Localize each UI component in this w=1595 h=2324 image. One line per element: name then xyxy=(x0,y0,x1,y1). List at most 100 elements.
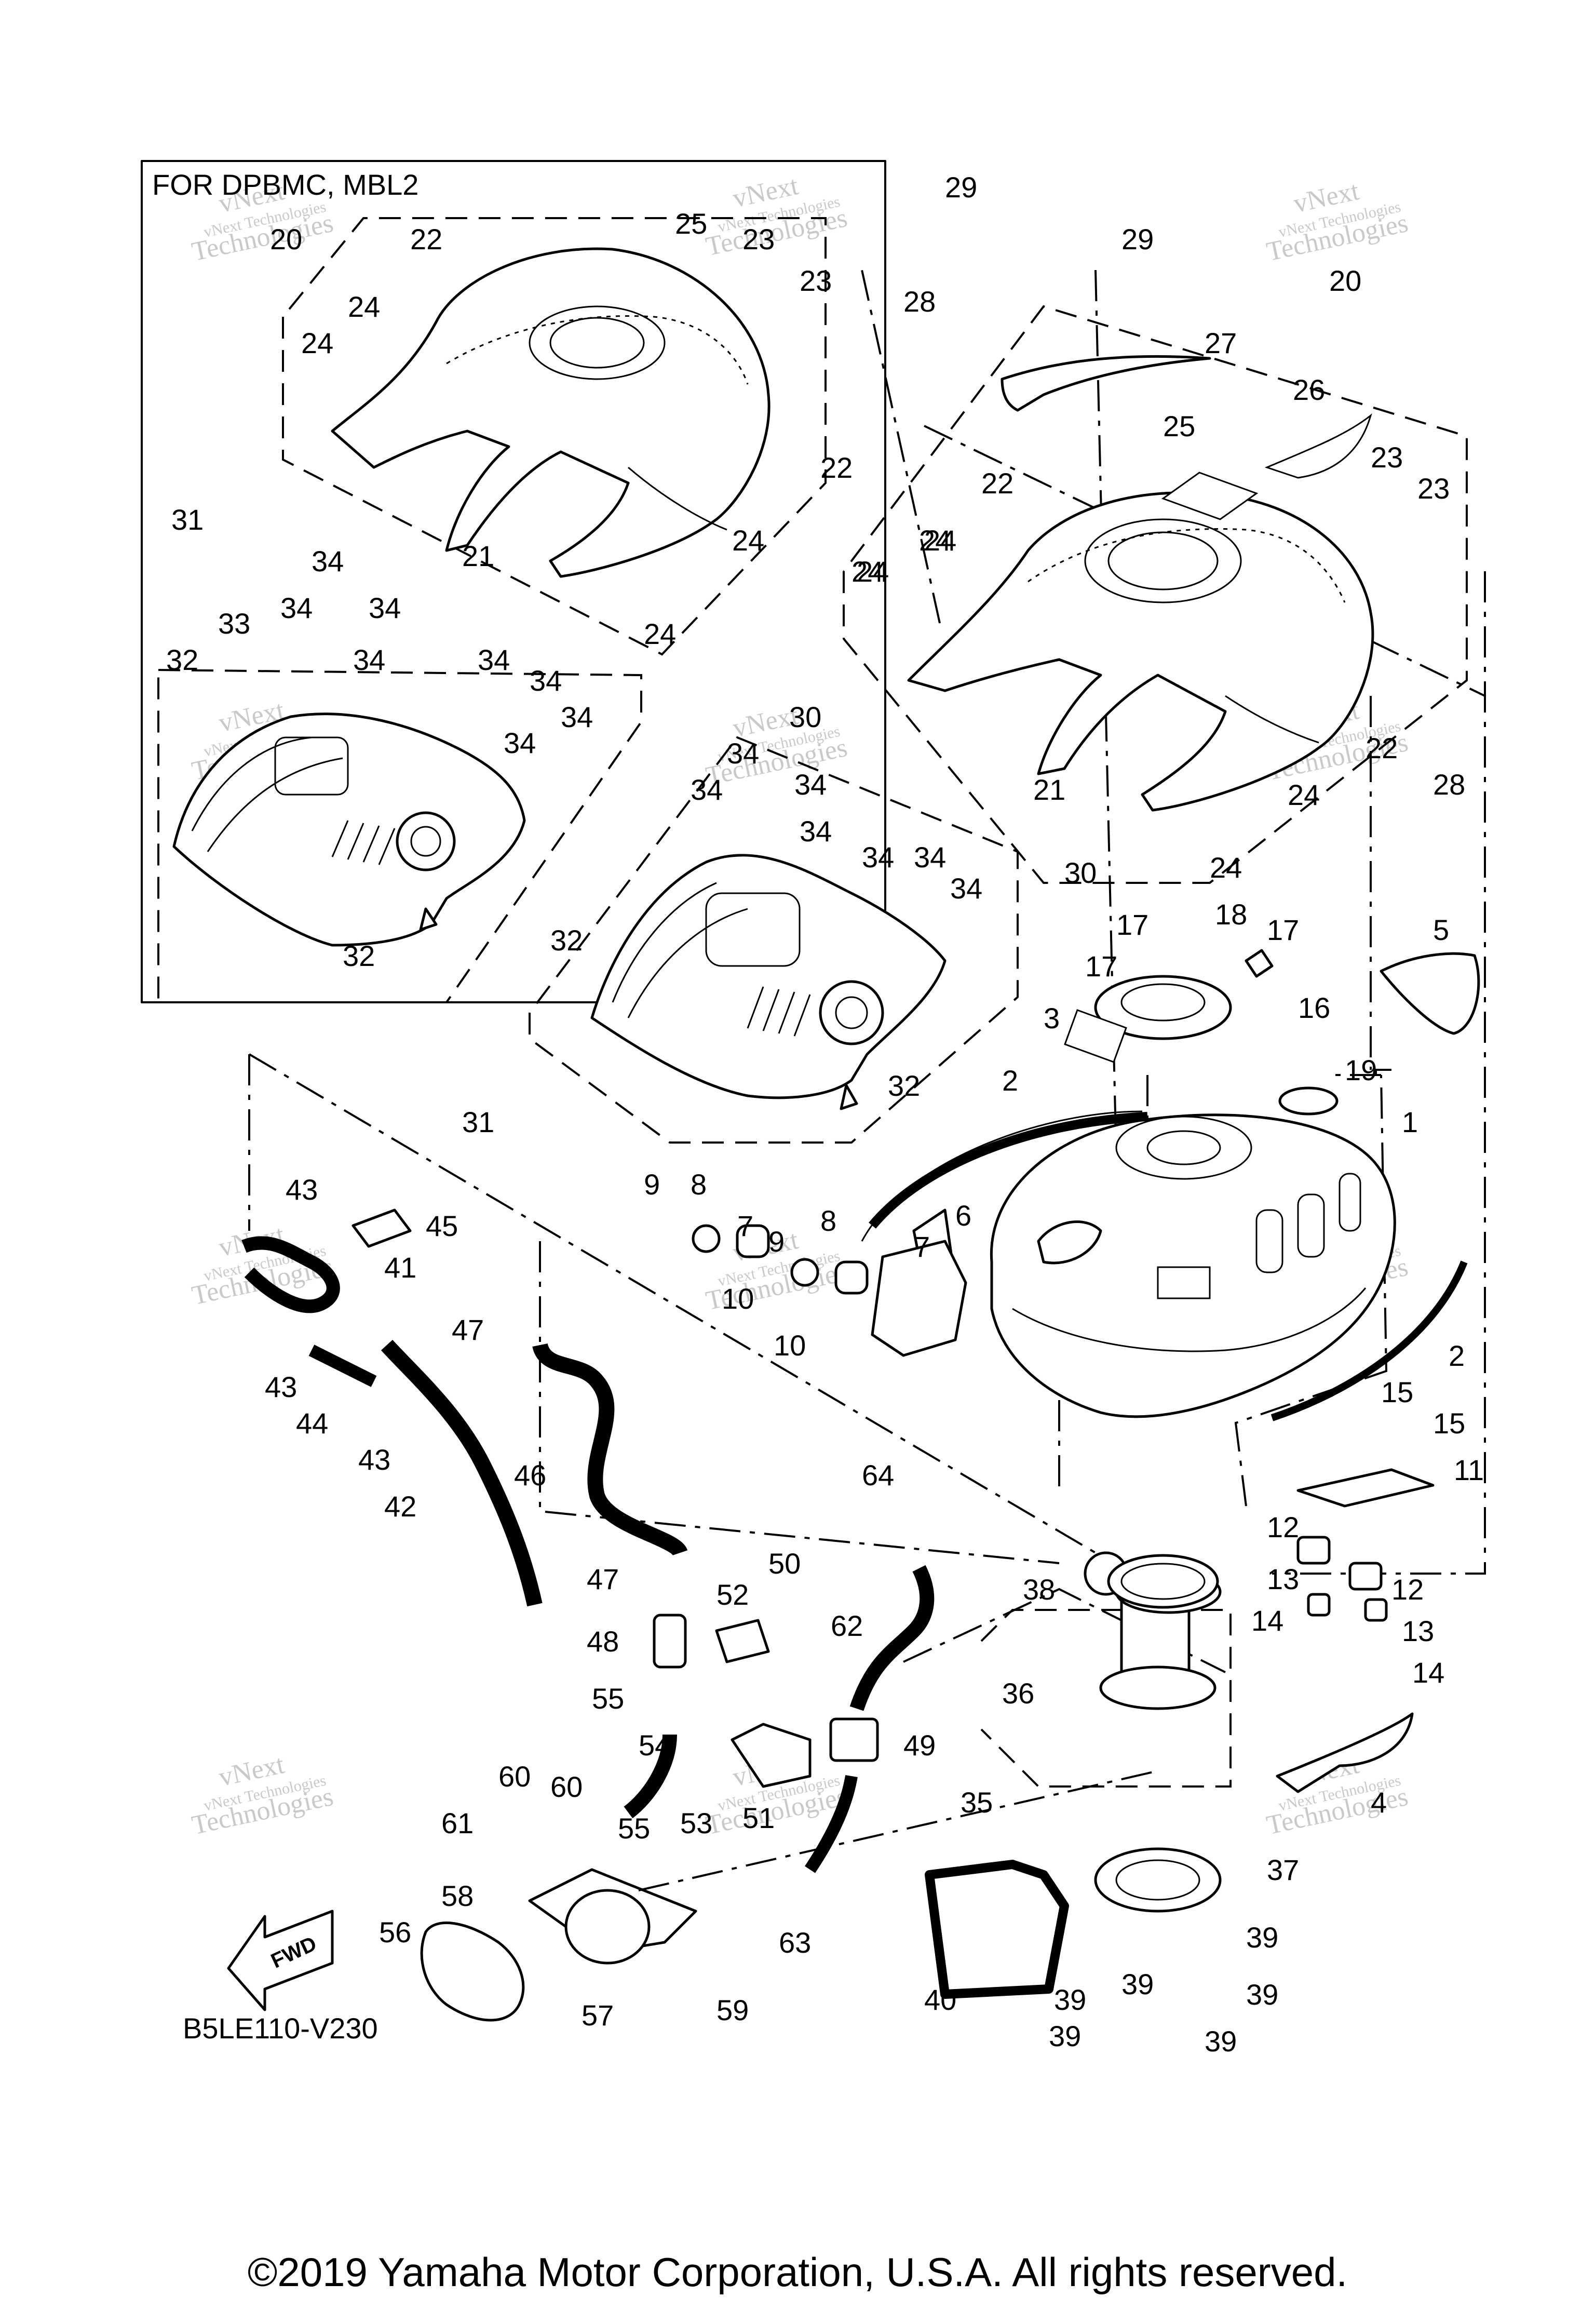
callout-12a: 12 xyxy=(1267,1511,1299,1543)
callout-24d: 24 xyxy=(644,617,676,650)
callout-34g: 34 xyxy=(561,701,593,733)
callout-63: 63 xyxy=(779,1926,811,1959)
callout-29b: 29 xyxy=(1121,223,1154,256)
callout-39d: 39 xyxy=(1246,1978,1278,2011)
callout-17c: 17 xyxy=(1267,914,1299,946)
callout-25b: 25 xyxy=(1163,410,1195,442)
copyright-footer: ©2019 Yamaha Motor Corporation, U.S.A. A… xyxy=(247,2249,1348,2295)
callout-24f: 24 xyxy=(919,524,951,557)
callout-13a: 13 xyxy=(1267,1563,1299,1595)
callout-43a: 43 xyxy=(286,1173,318,1206)
callout-56: 56 xyxy=(379,1916,411,1949)
callout-19: 19 xyxy=(1345,1054,1377,1086)
forward-arrow-icon: FWD xyxy=(227,1910,334,2011)
callout-49: 49 xyxy=(903,1729,936,1762)
callout-64: 64 xyxy=(862,1459,894,1492)
callout-59: 59 xyxy=(717,1994,749,2026)
callouts: 1223456778899101011121213131414151516171… xyxy=(166,171,1484,2058)
callout-22d: 22 xyxy=(1366,732,1398,764)
callout-34b: 34 xyxy=(280,592,313,624)
small-parts xyxy=(308,949,1480,2022)
callout-30b: 30 xyxy=(1064,856,1097,889)
callout-47b: 47 xyxy=(587,1563,619,1595)
callout-38: 38 xyxy=(1023,1573,1055,1606)
callout-3: 3 xyxy=(1044,1002,1060,1035)
callout-2b: 2 xyxy=(1449,1339,1465,1372)
callout-24b: 24 xyxy=(348,290,380,323)
callout-47a: 47 xyxy=(452,1313,484,1346)
callout-24c: 24 xyxy=(732,524,764,557)
callout-48: 48 xyxy=(587,1625,619,1658)
callout-7b: 7 xyxy=(914,1230,930,1263)
callout-39c: 39 xyxy=(1246,1921,1278,1954)
callout-24g: 24 xyxy=(1288,778,1320,811)
callout-34k: 34 xyxy=(794,768,827,801)
callout-32b: 32 xyxy=(343,939,375,972)
callout-14a: 14 xyxy=(1251,1604,1283,1637)
callout-34n: 34 xyxy=(914,841,946,874)
callout-7a: 7 xyxy=(737,1210,753,1242)
callout-43c: 43 xyxy=(358,1443,390,1476)
callout-39b: 39 xyxy=(1121,1968,1154,2000)
callout-43b: 43 xyxy=(265,1371,297,1403)
callout-15a: 15 xyxy=(1381,1376,1413,1408)
callout-17a: 17 xyxy=(1116,908,1148,941)
callout-21a: 21 xyxy=(462,540,494,572)
callout-58: 58 xyxy=(441,1879,474,1912)
callout-17b: 17 xyxy=(1085,950,1117,983)
callout-10b: 10 xyxy=(774,1329,806,1362)
callout-34m: 34 xyxy=(862,841,894,874)
callout-61: 61 xyxy=(441,1807,474,1839)
callout-34i: 34 xyxy=(691,773,723,806)
callout-62: 62 xyxy=(831,1609,863,1642)
callout-60a: 60 xyxy=(498,1760,531,1793)
variant-box: FOR DPBMC, MBL2 xyxy=(141,160,886,1003)
callout-5: 5 xyxy=(1433,914,1449,946)
callout-51: 51 xyxy=(742,1802,775,1834)
callout-15b: 15 xyxy=(1433,1407,1465,1440)
callout-23d: 23 xyxy=(1417,472,1450,505)
callout-44: 44 xyxy=(296,1407,328,1440)
callout-24h: 24 xyxy=(1210,851,1242,884)
callout-34e: 34 xyxy=(478,643,510,676)
callout-40: 40 xyxy=(924,1983,956,2016)
callout-14b: 14 xyxy=(1412,1656,1444,1689)
callout-57: 57 xyxy=(582,1999,614,2032)
callout-27: 27 xyxy=(1205,327,1237,359)
callout-46: 46 xyxy=(514,1459,546,1492)
callout-52: 52 xyxy=(717,1578,749,1611)
callout-39a: 39 xyxy=(1054,1983,1086,2016)
callout-36: 36 xyxy=(1002,1677,1034,1710)
callout-21b: 21 xyxy=(1033,773,1065,806)
callout-34d: 34 xyxy=(353,643,385,676)
callout-6: 6 xyxy=(955,1199,971,1232)
callout-34a: 34 xyxy=(312,545,344,577)
callout-32a: 32 xyxy=(166,643,198,676)
callout-33: 33 xyxy=(218,607,250,640)
callout-34j: 34 xyxy=(727,737,759,770)
callout-45: 45 xyxy=(426,1210,458,1242)
callout-37: 37 xyxy=(1267,1853,1299,1886)
callout-18: 18 xyxy=(1215,898,1247,931)
callout-24a: 24 xyxy=(301,327,333,359)
callout-28a: 28 xyxy=(903,285,936,318)
callout-4: 4 xyxy=(1371,1786,1387,1819)
callout-26: 26 xyxy=(1293,373,1325,406)
callout-50: 50 xyxy=(768,1547,801,1580)
callout-8b: 8 xyxy=(820,1204,836,1237)
callout-24e: 24 xyxy=(851,555,884,588)
callout-53: 53 xyxy=(680,1807,712,1839)
callout-41: 41 xyxy=(384,1251,416,1284)
callout-42: 42 xyxy=(384,1490,416,1523)
callout-22a: 22 xyxy=(410,223,442,256)
callout-25a: 25 xyxy=(675,207,707,240)
callout-10a: 10 xyxy=(722,1282,754,1315)
callout-23a: 23 xyxy=(742,223,775,256)
callout-20a: 20 xyxy=(270,223,302,256)
callout-23c: 23 xyxy=(1371,441,1403,474)
callout-24i: 24 xyxy=(857,555,889,588)
callout-55b: 55 xyxy=(618,1812,650,1845)
callout-31b: 31 xyxy=(462,1106,494,1138)
